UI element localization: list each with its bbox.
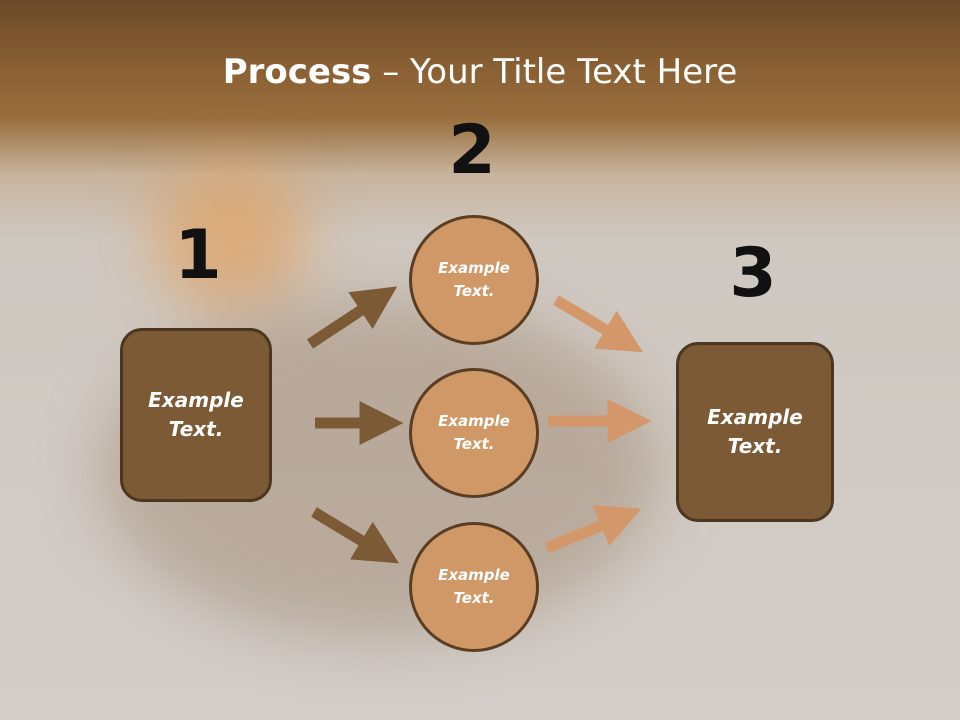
circle-top-line1: Example [438,259,510,277]
circle-bottom-line1: Example [438,566,510,584]
left-text-box: Example Text. [120,328,272,502]
arrow-bottom-to-right [544,505,642,554]
circle-top: Example Text. [409,215,539,345]
circle-middle-line2: Text. [453,435,495,453]
candle-glow [150,170,310,310]
right-box-line1: Example [707,405,803,429]
step-number-2: 2 [448,111,496,190]
title-bold: Process [222,52,372,92]
step-number-1: 1 [174,216,222,295]
slide-title: Process – Your Title Text Here [0,52,960,92]
left-box-line2: Text. [168,417,224,441]
right-text-box: Example Text. [676,342,834,522]
arrow-left-to-bottom [311,507,400,564]
right-box-line2: Text. [727,434,783,458]
circle-middle-line1: Example [438,412,510,430]
left-box-line1: Example [148,388,244,412]
arrow-top-to-right [553,295,644,353]
circle-middle: Example Text. [409,368,539,498]
arrow-left-to-top [306,286,398,349]
title-rest: – Your Title Text Here [371,52,738,92]
circle-bottom: Example Text. [409,522,539,652]
step-number-3: 3 [729,234,777,313]
circle-bottom-line2: Text. [453,589,495,607]
circle-top-line2: Text. [453,282,495,300]
